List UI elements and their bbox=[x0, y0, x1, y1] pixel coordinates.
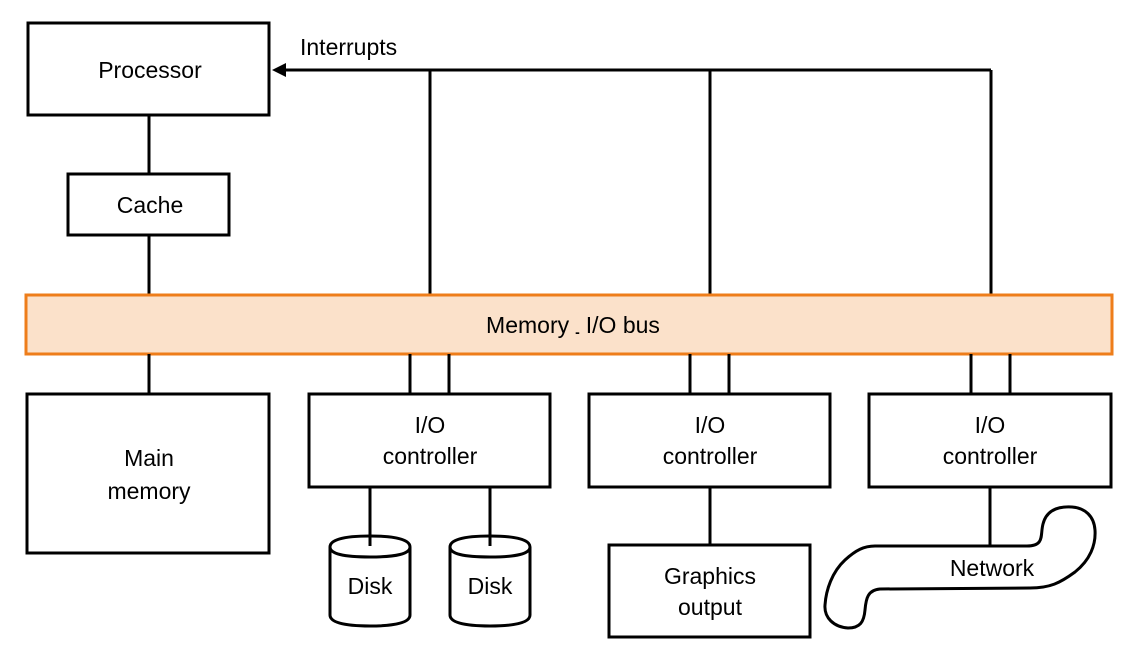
network-cloud-icon bbox=[823, 505, 1097, 630]
processor-label: Processor bbox=[98, 57, 202, 83]
main-memory-node: Main memory bbox=[25, 392, 271, 555]
disk-1-top-rim bbox=[328, 546, 412, 559]
processor-box bbox=[26, 21, 271, 117]
io-controller-1-line2: controller bbox=[383, 443, 478, 469]
main-memory-box bbox=[25, 392, 271, 555]
disk-1-label: Disk bbox=[348, 573, 393, 599]
io-controller-2-line2: controller bbox=[663, 443, 758, 469]
disk-2-top-rim bbox=[448, 546, 532, 559]
disk-2-label: Disk bbox=[468, 573, 513, 599]
graphics-output-line2: output bbox=[678, 594, 743, 620]
io-controller-2: I/O controller bbox=[587, 392, 832, 489]
graphics-output-box bbox=[607, 543, 812, 639]
io-controller-2-box bbox=[587, 392, 832, 489]
graphics-output-line1: Graphics bbox=[664, 563, 756, 589]
io-controller-1-line1: I/O bbox=[415, 412, 446, 438]
io-controller-3-line1: I/O bbox=[975, 412, 1006, 438]
network-node: Network bbox=[823, 505, 1097, 630]
main-memory-label-line1: Main bbox=[124, 445, 174, 471]
interrupt-lines: Interrupts bbox=[272, 34, 993, 294]
processor-node: Processor bbox=[26, 21, 271, 117]
graphics-output-node: Graphics output bbox=[607, 543, 812, 639]
disk-2: Disk bbox=[448, 534, 532, 628]
interrupt-arrowhead-icon bbox=[272, 63, 286, 77]
io-controller-3: I/O controller bbox=[867, 392, 1113, 489]
cache-node: Cache bbox=[66, 172, 231, 237]
interrupts-label: Interrupts bbox=[300, 34, 397, 60]
memory-io-bus: Memory-I/O bus bbox=[24, 293, 1114, 356]
bus-bar bbox=[24, 293, 1114, 356]
io-controller-3-line2: controller bbox=[943, 443, 1038, 469]
disk-1: Disk bbox=[328, 534, 412, 628]
disk-1-cylinder-icon bbox=[328, 534, 412, 628]
main-memory-label-line2: memory bbox=[107, 478, 191, 504]
io-controller-1: I/O controller bbox=[307, 392, 552, 489]
disk-2-cylinder-icon bbox=[448, 534, 532, 628]
io-controller-2-line1: I/O bbox=[695, 412, 726, 438]
io-controller-3-box bbox=[867, 392, 1113, 489]
cache-label: Cache bbox=[117, 192, 183, 218]
network-label: Network bbox=[950, 555, 1035, 581]
io-controller-1-box bbox=[307, 392, 552, 489]
bus-label: Memory-I/O bus bbox=[486, 312, 660, 340]
